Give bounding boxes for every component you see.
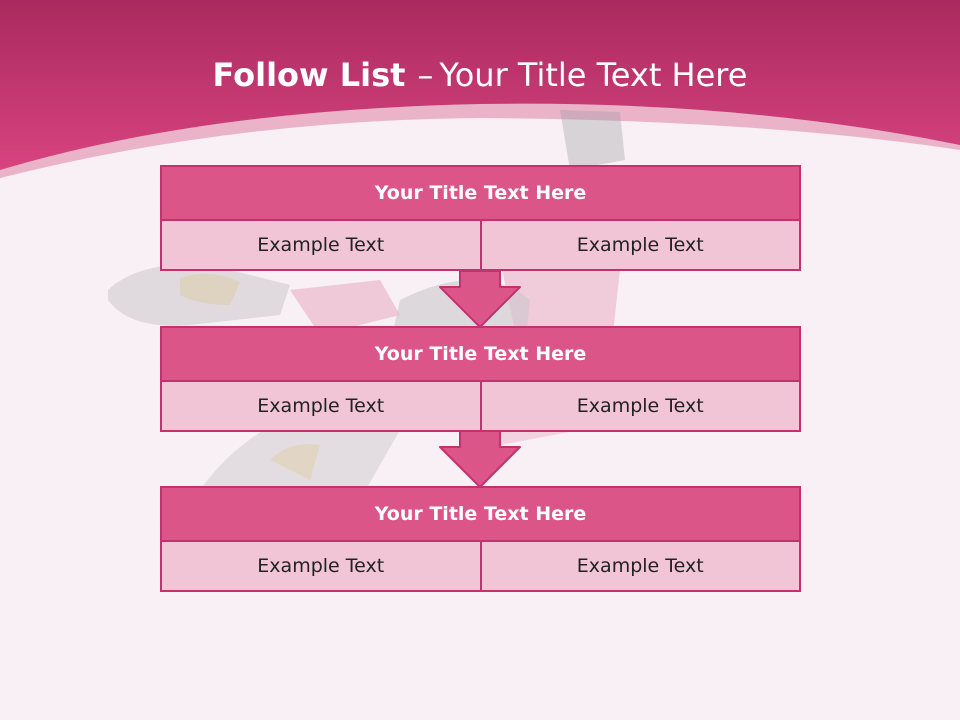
block-row: Example Text Example Text — [160, 221, 801, 271]
block-row: Example Text Example Text — [160, 382, 801, 432]
block-cell-right: Example Text — [481, 542, 801, 592]
title-rest: Your Title Text Here — [439, 56, 748, 94]
block-cell-right: Example Text — [481, 382, 801, 432]
list-block-1: Your Title Text Here Example Text Exampl… — [160, 165, 801, 271]
down-arrow-icon — [439, 271, 521, 328]
down-arrow-icon — [439, 431, 521, 488]
slide-title: Follow List–Your Title Text Here — [0, 52, 960, 98]
header-wave — [0, 0, 960, 178]
block-cell-left: Example Text — [160, 382, 482, 432]
block-row: Example Text Example Text — [160, 542, 801, 592]
list-block-3: Your Title Text Here Example Text Exampl… — [160, 486, 801, 592]
block-cell-left: Example Text — [160, 221, 482, 271]
title-separator: – — [417, 56, 434, 94]
list-block-2: Your Title Text Here Example Text Exampl… — [160, 326, 801, 432]
block-title: Your Title Text Here — [160, 486, 801, 542]
background-dancer-image — [108, 110, 625, 500]
block-cell-right: Example Text — [481, 221, 801, 271]
block-title: Your Title Text Here — [160, 326, 801, 382]
block-title: Your Title Text Here — [160, 165, 801, 221]
title-bold: Follow List — [212, 56, 406, 94]
block-cell-left: Example Text — [160, 542, 482, 592]
